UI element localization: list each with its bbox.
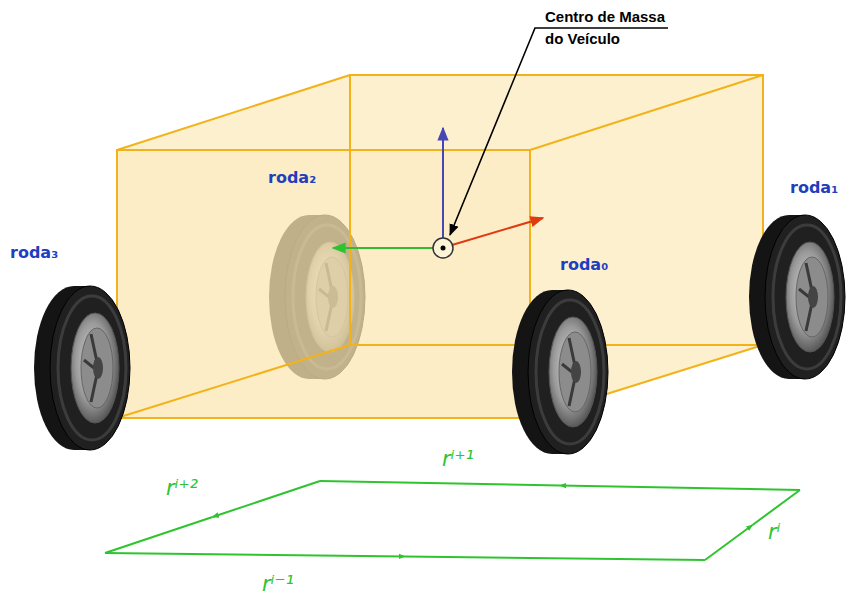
wheel-disc <box>559 332 591 412</box>
wheel-label: roda₁ <box>790 178 838 198</box>
tire-front <box>528 290 608 454</box>
vector-label: rⁱ <box>768 520 780 544</box>
tire-front <box>50 286 130 450</box>
vector-arrow <box>105 553 405 557</box>
wheel-label: roda₂ <box>268 168 316 188</box>
callout-label: Centro de Massa do Veículo <box>545 6 675 50</box>
vector-line <box>105 517 213 553</box>
vector-label: rⁱ⁻¹ <box>262 572 294 596</box>
vector-line <box>405 557 705 561</box>
axis-z <box>442 128 444 238</box>
wheel-rim <box>786 242 834 352</box>
vector-line <box>753 490 801 525</box>
tire-front <box>765 215 845 379</box>
wheel-rim <box>71 313 119 423</box>
box-depth-edges <box>117 75 763 418</box>
centre-of-mass-dot <box>441 246 446 251</box>
wheel-label: roda₃ <box>10 243 58 263</box>
ground-vectors <box>105 481 800 560</box>
tire-sidewall <box>536 300 604 444</box>
wheel-hub <box>571 361 581 383</box>
vector-label: rⁱ⁺¹ <box>442 447 474 471</box>
wheel-hub <box>808 286 818 308</box>
axis-y <box>333 247 433 249</box>
wheel <box>34 286 130 450</box>
tire-sidewall <box>58 296 126 440</box>
wheel-disc <box>796 257 828 337</box>
wheel <box>512 290 608 454</box>
wheel-disc <box>81 328 113 408</box>
wheel-hub <box>93 357 103 379</box>
vector-line <box>320 481 560 486</box>
tire-sidewall <box>773 225 841 369</box>
wheel <box>749 215 845 379</box>
vector-label: rⁱ⁺² <box>166 476 198 500</box>
leader-line <box>450 28 668 235</box>
vehicle-body-fill <box>117 75 763 418</box>
wheel-rim <box>549 317 597 427</box>
vector-arrow <box>705 525 753 560</box>
wheel-label: roda₀ <box>560 255 608 275</box>
centre-of-mass-ring <box>433 238 453 258</box>
vehicle-body-edges <box>117 75 763 418</box>
vector-arrow <box>213 481 321 517</box>
axis-x <box>452 218 543 245</box>
vector-arrow <box>560 486 800 491</box>
